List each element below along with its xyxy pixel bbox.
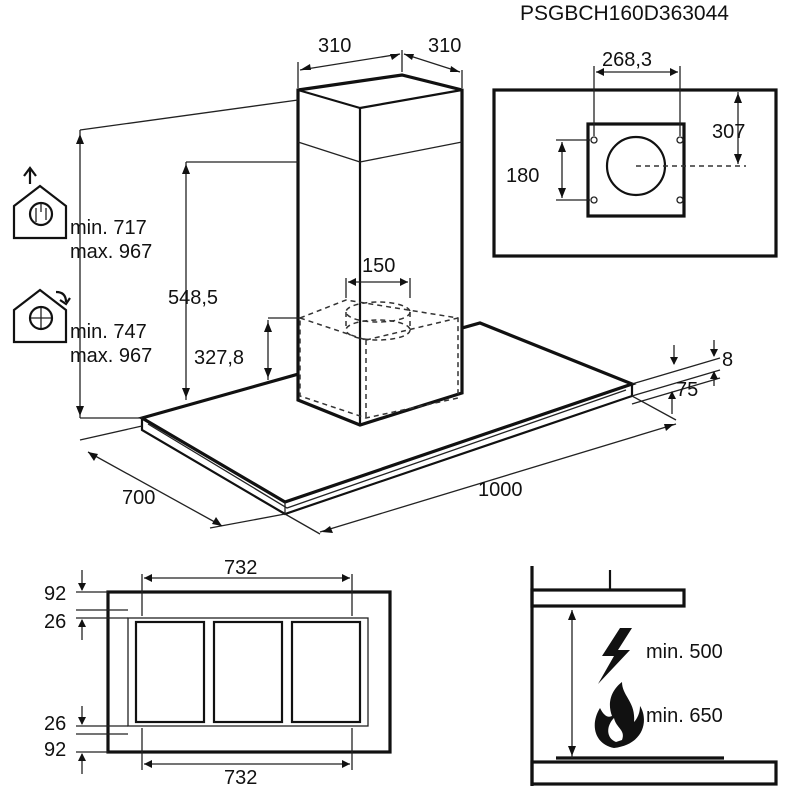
dim-length: 1000 (478, 479, 523, 501)
dim-bottom-width: 732 (224, 767, 257, 789)
dim-offset: 307 (712, 121, 745, 143)
dim-canopy-edge: 75 (676, 379, 698, 401)
recirculation-min: min. 747 (70, 321, 147, 343)
mounting-bracket-view: 268,3 307 180 (492, 49, 778, 258)
hood-isometric-view: 310 310 150 548,5 327,8 min. 717 (12, 35, 733, 535)
hood-outline (106, 590, 392, 754)
dim-height-mid: 548,5 (168, 287, 218, 309)
dim-width-right: 310 (428, 35, 461, 57)
flame-icon (594, 682, 644, 748)
motor-box (299, 299, 459, 419)
chimney (296, 73, 464, 427)
extraction-min: min. 717 (70, 217, 147, 239)
bracket (586, 122, 686, 218)
dim-top-margin: 92 (44, 583, 66, 605)
filter-2 (212, 620, 284, 724)
clearance-view: min. 500 min. 650 (530, 566, 778, 786)
dim-top-inner: 26 (44, 611, 66, 633)
hood-bottom-view: 732 732 92 26 26 92 (44, 557, 392, 789)
electric-clearance: min. 500 (646, 641, 723, 663)
dim-motor: 150 (362, 255, 395, 277)
model-code: PSGBCH160D363044 (520, 2, 729, 25)
dim-width-left: 310 (318, 35, 351, 57)
recirculation-mode-icon (12, 288, 71, 344)
ceiling-plate (492, 88, 778, 258)
extraction-mode-icon (12, 166, 68, 240)
gas-clearance: min. 650 (646, 705, 723, 727)
dim-height-low: 327,8 (194, 347, 244, 369)
dim-bracket-width: 268,3 (602, 49, 652, 71)
dim-canopy-thickness: 8 (722, 349, 733, 371)
extraction-max: max. 967 (70, 241, 152, 263)
lightning-icon (598, 628, 632, 684)
dim-bottom-inner: 26 (44, 713, 66, 735)
recirculation-max: max. 967 (70, 345, 152, 367)
dim-bracket-height: 180 (506, 165, 539, 187)
filter-3 (290, 620, 362, 724)
dim-depth: 700 (122, 487, 155, 509)
filter-1 (134, 620, 206, 724)
hood-side (530, 588, 686, 608)
dim-bottom-margin: 92 (44, 739, 66, 761)
dim-top-width: 732 (224, 557, 257, 579)
hob (530, 760, 778, 786)
